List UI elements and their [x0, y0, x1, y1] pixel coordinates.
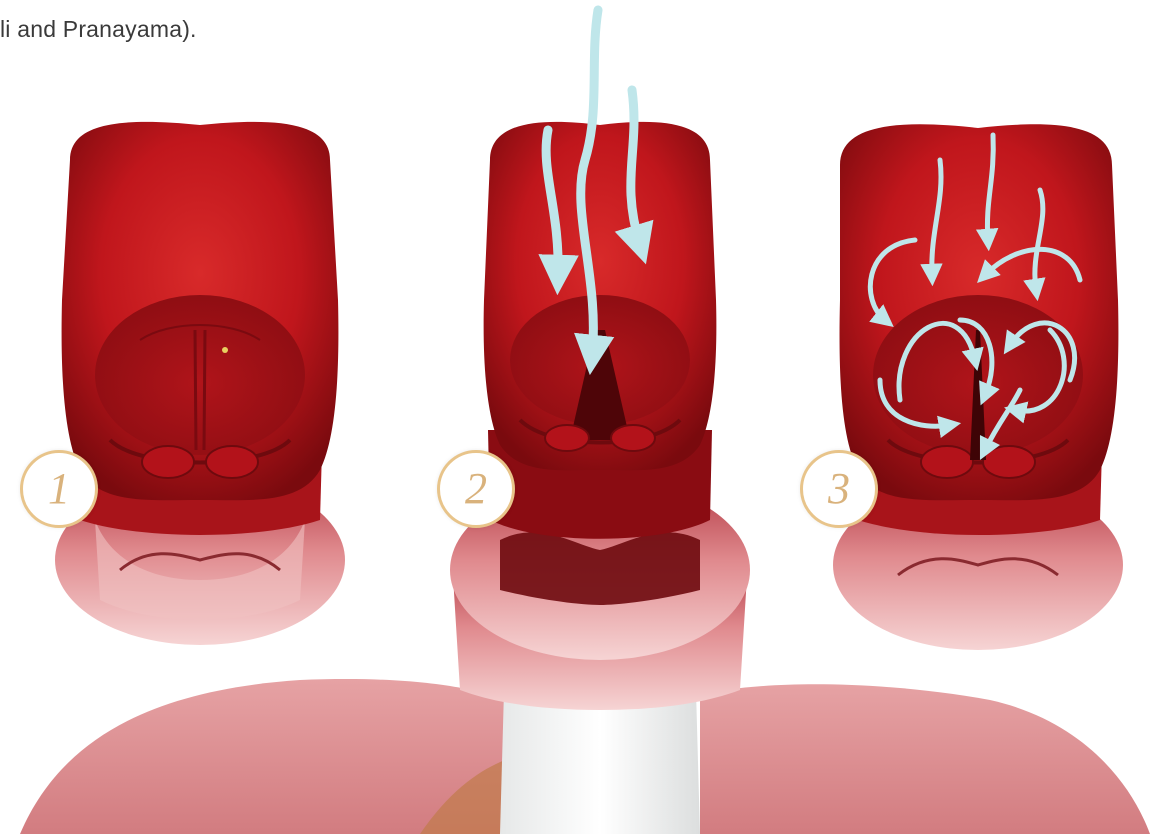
step-number-1: 1 [48, 467, 70, 511]
step-number-3: 3 [828, 467, 850, 511]
step-badge-3: 3 [800, 450, 878, 528]
larynx-panel-3 [833, 124, 1123, 650]
step-number-2: 2 [465, 467, 487, 511]
larynx-panel-2 [450, 122, 750, 710]
step-badge-2: 2 [437, 450, 515, 528]
step-badge-1: 1 [20, 450, 98, 528]
larynx-panel-1 [55, 122, 345, 645]
